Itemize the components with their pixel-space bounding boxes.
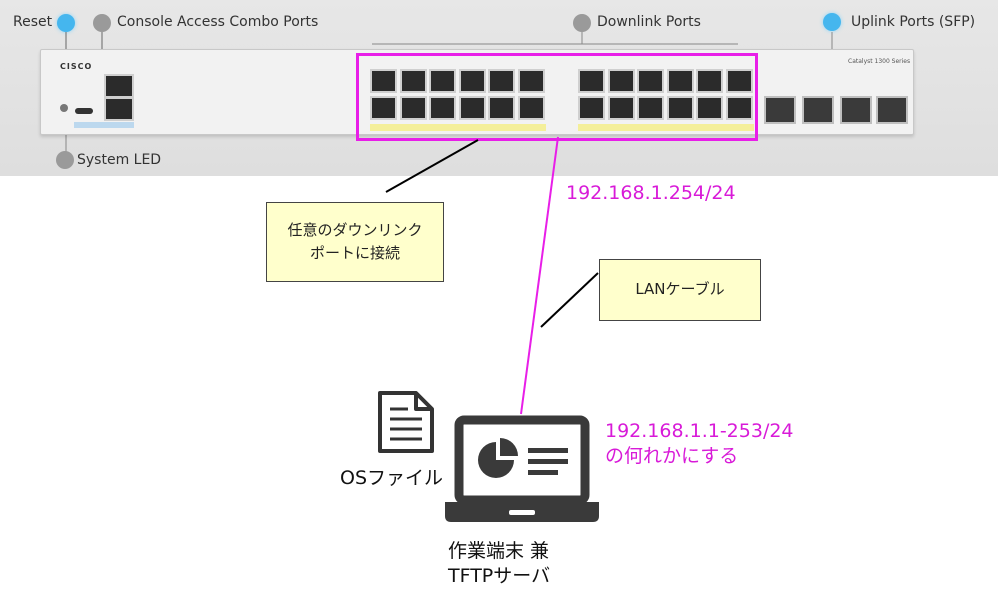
system-led-label: System LED: [77, 152, 162, 168]
downlink-rj45-port: [578, 69, 605, 93]
downlink-rj45-port: [399, 96, 427, 120]
downlink-rj45-port: [488, 69, 515, 93]
downlink-rj45-port: [488, 96, 515, 120]
downlink-rj45-port: [666, 96, 694, 120]
downlink-rj45-port: [517, 69, 545, 93]
downlink-rj45-port: [666, 69, 694, 93]
cable-callout-pointer: [540, 272, 599, 328]
reset-label: Reset: [13, 14, 53, 30]
downlink-callout: 任意のダウンリンク ポートに接続: [266, 202, 444, 282]
downlink-rj45-port: [637, 96, 664, 120]
document-icon: [378, 391, 434, 453]
pc-ip-range-line1: 192.168.1.1-253/24: [605, 420, 794, 442]
switch-ip-address: 192.168.1.254/24: [566, 182, 736, 204]
downlink-rj45-port: [399, 69, 427, 93]
cisco-logo: CISCO: [60, 62, 93, 71]
sfp-port: [802, 96, 834, 124]
console-rj45-port: [104, 74, 134, 98]
uplink-indicator-dot: [823, 13, 841, 31]
downlink-rj45-port: [458, 69, 486, 93]
usb-c-port: [75, 108, 93, 114]
lan-cable-callout-text: LANケーブル: [635, 280, 725, 299]
downlink-callout-line1: 任意のダウンリンク: [287, 220, 423, 239]
reset-indicator-dot: [57, 14, 75, 32]
console-rj45-port-2: [104, 97, 134, 121]
lan-cable-callout: LANケーブル: [599, 259, 761, 321]
system-led-indicator-dot: [56, 151, 74, 169]
screen-text-lines: [528, 448, 568, 475]
downlink-indicator-dot: [573, 14, 591, 32]
downlink-rj45-port: [578, 96, 605, 120]
downlink-rj45-port: [725, 69, 753, 93]
downlink-rj45-port: [696, 96, 723, 120]
system-led-lamp: [60, 104, 68, 112]
port-number-strip-left: [370, 124, 546, 131]
pie-chart-icon: [478, 438, 518, 478]
downlink-rj45-port: [607, 69, 635, 93]
downlink-rj45-port: [637, 69, 664, 93]
sfp-port: [764, 96, 796, 124]
laptop-icon: [445, 415, 599, 522]
lan-cable-line: [520, 136, 559, 415]
downlink-callout-line2: ポートに接続: [309, 244, 400, 262]
pc-caption-line2: TFTPサーバ: [448, 564, 551, 587]
downlink-rj45-port: [429, 69, 456, 93]
downlink-rj45-port: [607, 96, 635, 120]
pc-caption-line1: 作業端末 兼: [448, 540, 550, 562]
downlink-rj45-port: [429, 96, 456, 120]
pc-ip-range-line2: の何れかにする: [605, 444, 739, 467]
downlink-rj45-port: [458, 96, 486, 120]
console-label-tab: [74, 122, 134, 128]
downlink-ports-label: Downlink Ports: [597, 14, 701, 30]
os-file-label: OSファイル: [340, 467, 444, 489]
pc-caption: 作業端末 兼 TFTPサーバ: [448, 539, 588, 588]
downlink-rj45-port: [370, 96, 397, 120]
console-indicator-dot: [93, 14, 111, 32]
console-ports-label: Console Access Combo Ports: [117, 14, 319, 30]
downlink-highlight-box: [356, 53, 758, 141]
sfp-port: [876, 96, 908, 124]
downlink-rj45-port: [517, 96, 545, 120]
uplink-ports-label: Uplink Ports (SFP): [851, 14, 976, 30]
sfp-port: [840, 96, 872, 124]
downlink-rj45-port: [370, 69, 397, 93]
downlink-rj45-port: [725, 96, 753, 120]
port-number-strip-right: [578, 124, 754, 131]
pc-ip-range: 192.168.1.1-253/24 の何れかにする: [605, 419, 794, 468]
model-name: Catalyst 1300 Series: [848, 58, 911, 65]
downlink-rj45-port: [696, 69, 723, 93]
